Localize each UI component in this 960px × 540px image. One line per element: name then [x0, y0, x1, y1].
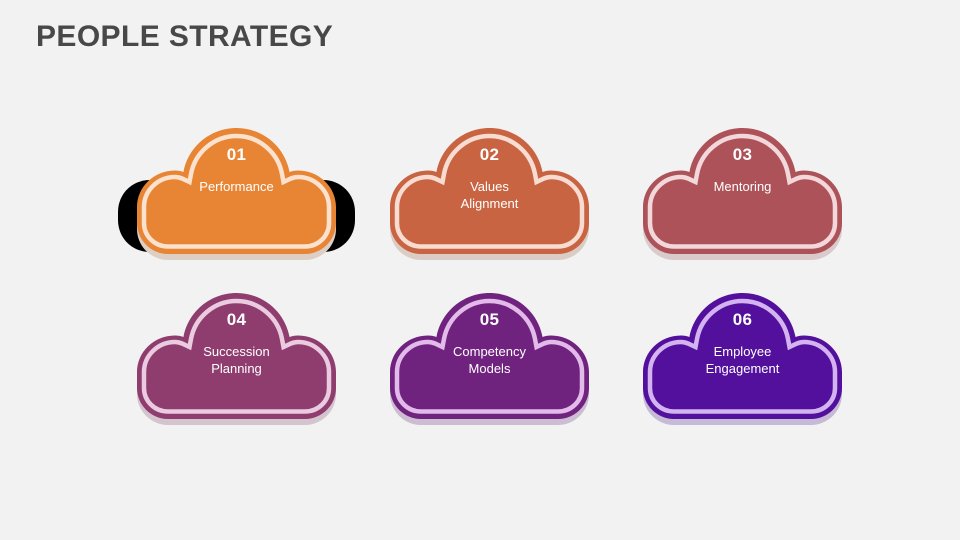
cloud-card-04[interactable]: 04 Succession Planning — [110, 285, 363, 450]
cloud-card-01[interactable]: 01 Performance — [110, 120, 363, 285]
cloud-art-01 — [137, 128, 336, 260]
cloud-innerring-02 — [394, 133, 585, 249]
cloud-art-05 — [390, 293, 589, 425]
cloud-main-06 — [643, 293, 842, 419]
cloud-art-04 — [137, 293, 336, 425]
cloud-innerring-06 — [647, 298, 838, 414]
cloud-main-02 — [390, 128, 589, 254]
cloud-card-05[interactable]: 05 Competency Models — [363, 285, 616, 450]
cloud-innerring-03 — [647, 133, 838, 249]
cloud-main-05 — [390, 293, 589, 419]
cloud-card-02[interactable]: 02 Values Alignment — [363, 120, 616, 285]
cloud-main-01 — [137, 128, 336, 254]
cloud-art-06 — [643, 293, 842, 425]
cloud-main-03 — [643, 128, 842, 254]
cloud-art-03 — [643, 128, 842, 260]
cloud-grid: 01 Performance 02 Values Alignment — [110, 120, 860, 450]
cloud-main-04 — [137, 293, 336, 419]
cloud-card-03[interactable]: 03 Mentoring — [616, 120, 869, 285]
page-title: PEOPLE STRATEGY — [36, 20, 334, 53]
cloud-card-06[interactable]: 06 Employee Engagement — [616, 285, 869, 450]
cloud-innerring-05 — [394, 298, 585, 414]
cloud-art-02 — [390, 128, 589, 260]
cloud-innerring-04 — [141, 298, 332, 414]
cloud-innerring-01 — [141, 133, 332, 249]
